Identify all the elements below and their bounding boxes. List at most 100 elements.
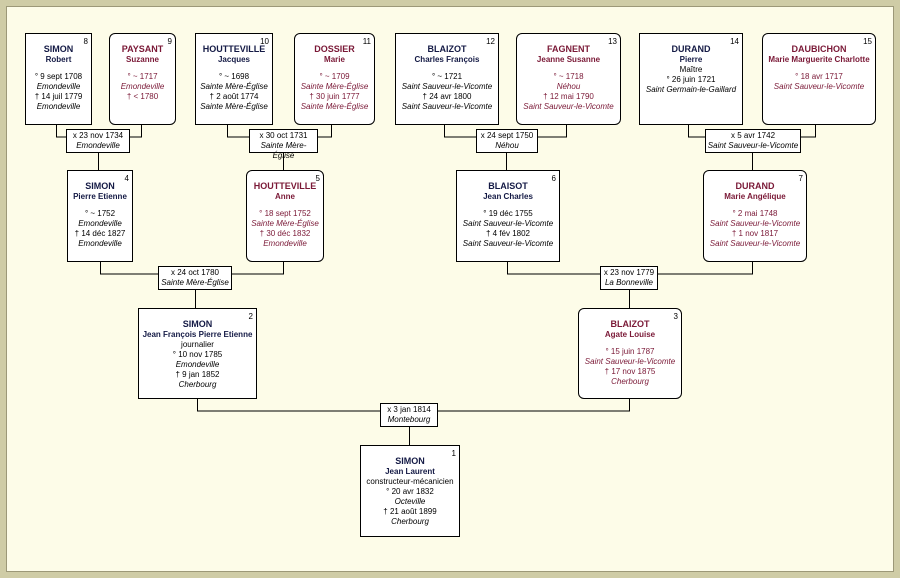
person-given-name: Jeanne Susanne xyxy=(536,55,601,64)
person-number: 5 xyxy=(315,174,320,183)
marriage-box-4-9[interactable]: x 23 nov 1734 Emondeville xyxy=(66,129,130,153)
death-place: Saint Sauveur-le-Vicomte xyxy=(401,102,493,111)
person-occupation: constructeur-mécanicien xyxy=(366,477,454,486)
marriage-place: Sainte Mère-Église xyxy=(161,278,229,287)
death-date: † 24 avr 1800 xyxy=(422,92,472,101)
connector-line xyxy=(444,125,567,138)
birth-date: ° ~ 1721 xyxy=(431,72,463,81)
marriage-box-4-5[interactable]: x 24 oct 1780 Sainte Mère-Église xyxy=(158,266,232,290)
birth-date: ° 20 avr 1832 xyxy=(386,487,434,496)
person-surname: SIMON xyxy=(182,319,213,329)
death-place: Saint Sauveur-le-Vicomte xyxy=(462,239,554,248)
birth-date: ° 9 sept 1708 xyxy=(34,72,83,81)
person-surname: DURAND xyxy=(735,181,775,191)
person-surname: SIMON xyxy=(395,456,425,466)
death-date: † 4 fév 1802 xyxy=(485,229,531,238)
person-given-name: Agate Louise xyxy=(604,330,656,339)
person-card-15[interactable]: 15 DAUBICHON Marie Marguerite Charlotte … xyxy=(762,33,876,125)
birth-date: ° 18 sept 1752 xyxy=(259,209,311,218)
death-date: † 9 jan 1852 xyxy=(175,370,220,379)
person-number: 6 xyxy=(551,174,556,183)
person-card-6[interactable]: 6 BLAISOT Jean Charles ° 19 déc 1755 Sai… xyxy=(456,170,560,262)
person-surname: BLAIZOT xyxy=(610,319,650,329)
marriage-date: x 24 oct 1780 xyxy=(170,268,220,277)
person-number: 7 xyxy=(798,174,803,183)
death-date: † 1 nov 1817 xyxy=(731,229,779,238)
person-given-name: Marie Angélique xyxy=(724,192,786,201)
person-number: 8 xyxy=(83,37,88,46)
birth-date: ° 18 avr 1717 xyxy=(795,72,843,81)
death-place: Emondeville xyxy=(36,102,81,111)
marriage-box-10-11[interactable]: x 30 oct 1731 Sainte Mère-Église xyxy=(249,129,318,160)
death-place: Cherbourg xyxy=(391,517,429,526)
person-card-5[interactable]: 5 HOUTTEVILLE Anne ° 18 sept 1752 Sainte… xyxy=(246,170,324,262)
person-card-8[interactable]: 8 SIMON Robert ° 9 sept 1708 Emondeville… xyxy=(25,33,92,125)
birth-date: ° 2 mai 1748 xyxy=(732,209,778,218)
birth-place: Néhou xyxy=(556,82,581,91)
person-card-14[interactable]: 14 DURAND Pierre Maître ° 26 juin 1721 S… xyxy=(639,33,743,125)
person-given-name: Charles François xyxy=(414,55,480,64)
person-given-name: Pierre Etienne xyxy=(73,192,127,201)
marriage-box-6-7[interactable]: x 23 nov 1779 La Bonneville xyxy=(600,266,658,290)
person-card-2[interactable]: 2 SIMON Jean François Pierre Etienne jou… xyxy=(138,308,257,399)
person-given-name: Jacques xyxy=(217,55,251,64)
person-card-9[interactable]: 9 PAYSANT Suzanne ° ~ 1717 Emondeville †… xyxy=(109,33,176,125)
marriage-place: Emondeville xyxy=(76,141,120,150)
person-given-name: Marie Marguerite Charlotte xyxy=(768,55,870,64)
death-place: Saint Sauveur-le-Vicomte xyxy=(709,239,801,248)
person-card-1[interactable]: 1 SIMON Jean Laurent constructeur-mécani… xyxy=(360,445,460,537)
person-surname: SIMON xyxy=(85,181,115,191)
death-place: Emondeville xyxy=(263,239,307,248)
person-given-name: Jean François Pierre Etienne xyxy=(142,330,253,339)
death-date: † 14 juil 1779 xyxy=(34,92,83,101)
marriage-date: x 23 nov 1734 xyxy=(72,131,124,140)
marriage-place: Montebourg xyxy=(387,415,431,424)
person-number: 15 xyxy=(863,37,872,46)
marriage-date: x 24 sept 1750 xyxy=(480,131,534,140)
person-occupation: Maître xyxy=(679,65,703,74)
marriage-place: Sainte Mère-Église xyxy=(260,141,307,160)
person-given-name: Suzanne xyxy=(126,55,159,64)
birth-place: Emondeville xyxy=(78,219,122,228)
death-date: † < 1780 xyxy=(126,92,159,101)
person-given-name: Anne xyxy=(275,192,295,201)
marriage-box-14-15[interactable]: x 5 avr 1742 Saint Sauveur-le-Vicomte xyxy=(705,129,801,153)
person-number: 4 xyxy=(124,174,129,183)
marriage-box-2-3[interactable]: x 3 jan 1814 Montebourg xyxy=(380,403,438,427)
marriage-date: x 3 jan 1814 xyxy=(387,405,431,414)
death-date: † 21 août 1899 xyxy=(383,507,437,516)
person-surname: SIMON xyxy=(43,44,74,54)
person-number: 13 xyxy=(608,37,617,46)
connector-line xyxy=(100,262,284,275)
birth-date: ° 26 juin 1721 xyxy=(666,75,716,84)
person-surname: BLAISOT xyxy=(488,181,528,191)
birth-place: Octeville xyxy=(394,497,426,506)
birth-date: ° ~ 1717 xyxy=(127,72,158,81)
death-date: † 30 juin 1777 xyxy=(309,92,360,101)
death-date: † 2 août 1774 xyxy=(209,92,259,101)
birth-place: Emondeville xyxy=(36,82,81,91)
person-card-4[interactable]: 4 SIMON Pierre Etienne ° ~ 1752 Emondevi… xyxy=(67,170,133,262)
birth-place: Sainte Mère-Église xyxy=(300,82,369,91)
person-surname: DOSSIER xyxy=(314,44,355,54)
person-number: 3 xyxy=(673,312,678,321)
person-surname: DAUBICHON xyxy=(791,44,847,54)
birth-place: Saint Sauveur-le-Vicomte xyxy=(401,82,493,91)
death-place: Sainte Mère-Église xyxy=(200,102,268,111)
marriage-place: Saint Sauveur-le-Vicomte xyxy=(707,141,799,150)
death-date: † 30 déc 1832 xyxy=(259,229,311,238)
person-number: 11 xyxy=(362,37,371,46)
connector-line xyxy=(688,125,816,138)
person-card-10[interactable]: 10 HOUTTEVILLE Jacques ° ~ 1698 Sainte M… xyxy=(195,33,273,125)
marriage-box-12-13[interactable]: x 24 sept 1750 Néhou xyxy=(476,129,538,153)
person-card-11[interactable]: 11 DOSSIER Marie ° ~ 1709 Sainte Mère-Ég… xyxy=(294,33,375,125)
person-card-7[interactable]: 7 DURAND Marie Angélique ° 2 mai 1748 Sa… xyxy=(703,170,807,262)
birth-date: ° 15 juin 1787 xyxy=(605,347,655,356)
person-card-13[interactable]: 13 FAGNENT Jeanne Susanne ° ~ 1718 Néhou… xyxy=(516,33,621,125)
marriage-place: La Bonneville xyxy=(604,278,654,287)
person-card-3[interactable]: 3 BLAIZOT Agate Louise ° 15 juin 1787 Sa… xyxy=(578,308,682,399)
person-number: 14 xyxy=(730,37,739,46)
person-card-12[interactable]: 12 BLAIZOT Charles François ° ~ 1721 Sai… xyxy=(395,33,499,125)
connector-line xyxy=(56,125,142,138)
